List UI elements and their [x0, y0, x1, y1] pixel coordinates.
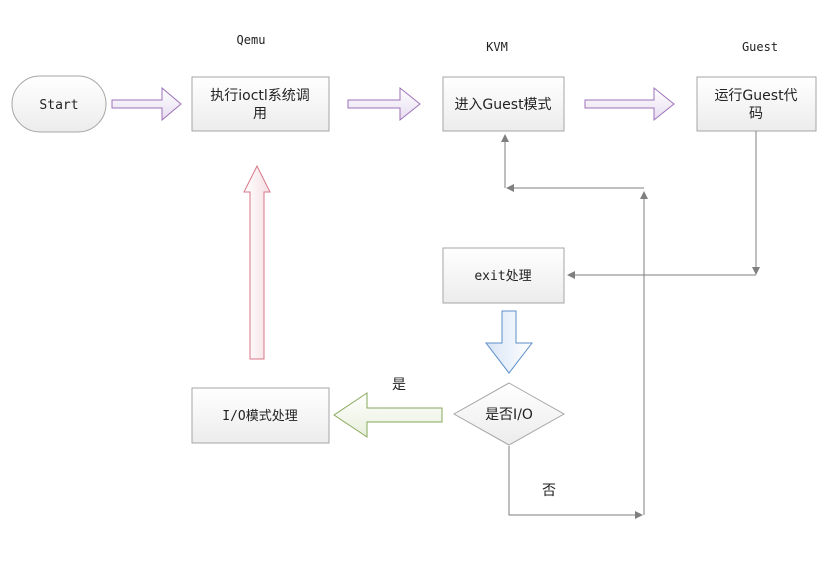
ioctl-call-node	[191, 76, 330, 132]
is-io-decision-node	[452, 382, 566, 446]
start-node	[11, 75, 107, 133]
start-label: Start	[39, 98, 78, 113]
edge-label-no: 否	[542, 483, 556, 499]
io-mode-handling-label: I/O模式处理	[222, 409, 297, 424]
arrow-exit-to-decision	[484, 310, 534, 374]
edge-label-yes: 是	[392, 377, 406, 393]
run-guest-code-label-line2: 码	[749, 106, 763, 122]
run-guest-code-label-line1: 运行Guest代	[714, 88, 797, 104]
column-label-kvm: KVM	[486, 40, 508, 54]
arrow-ioctl-to-enter-guest	[347, 86, 421, 122]
ioctl-call-label-line2: 用	[253, 106, 267, 122]
is-io-decision-label: 是否I/O	[485, 407, 533, 423]
column-label-qemu: Qemu	[237, 33, 266, 47]
arrow-enter-guest-to-run-guest	[584, 86, 675, 122]
ioctl-call-label-line1: 执行ioctl系统调	[210, 88, 310, 104]
exit-handling-label: exit处理	[474, 269, 531, 284]
arrow-io-handling-to-ioctl	[243, 164, 271, 360]
arrow-decision-to-io-handling	[333, 392, 443, 438]
exit-handling-node	[442, 247, 565, 304]
enter-guest-mode-label: 进入Guest模式	[454, 97, 551, 113]
enter-guest-mode-node	[442, 76, 565, 132]
connector-no-down-right	[508, 446, 643, 519]
run-guest-code-node	[696, 76, 817, 132]
arrow-start-to-ioctl	[111, 86, 182, 122]
io-mode-handling-node	[191, 387, 330, 444]
column-label-guest: Guest	[742, 40, 778, 54]
